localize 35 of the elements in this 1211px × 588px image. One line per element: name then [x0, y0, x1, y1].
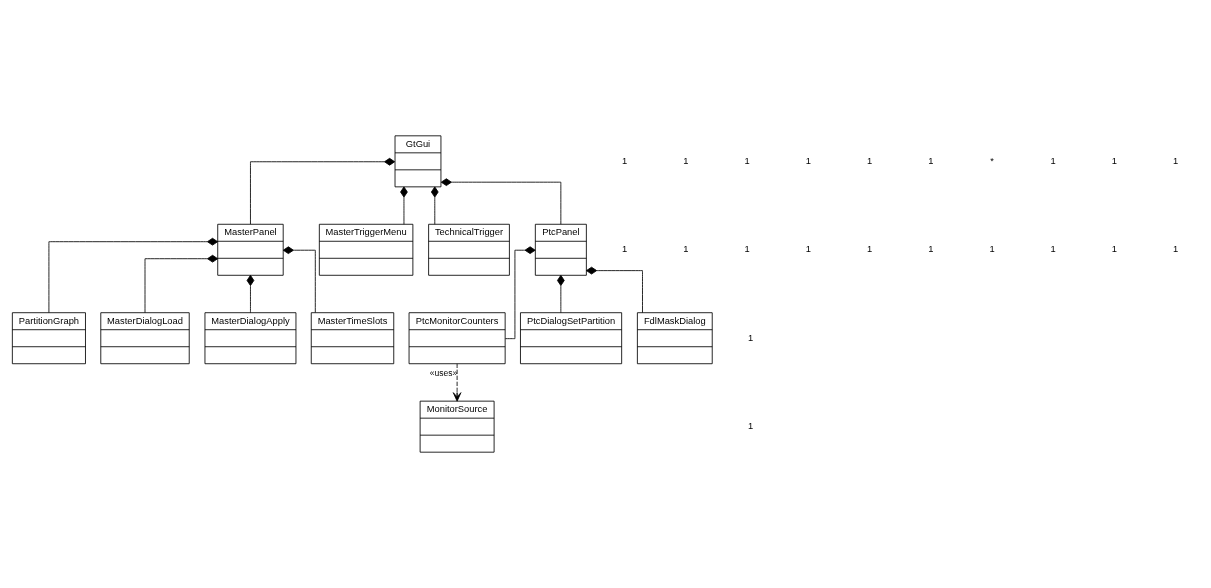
- connector: [282, 246, 316, 313]
- connector: [504, 246, 536, 340]
- label: 1: [744, 155, 750, 166]
- label: 1: [1111, 244, 1118, 255]
- label: 1: [1173, 155, 1179, 166]
- label: 1: [1111, 155, 1118, 166]
- connector: [400, 186, 408, 225]
- label: 1: [866, 155, 873, 166]
- connector: [48, 237, 219, 314]
- label: 1: [683, 244, 689, 255]
- label: 1: [928, 244, 934, 255]
- connector: [586, 266, 643, 314]
- connector: [144, 254, 219, 314]
- label: 1: [989, 244, 995, 255]
- label: 1: [622, 155, 628, 166]
- label: 1: [928, 155, 934, 166]
- label: 1: [1173, 244, 1179, 255]
- label: 1: [747, 421, 754, 432]
- label: 1: [683, 155, 689, 166]
- label: 1: [1050, 155, 1056, 166]
- connector: [246, 274, 255, 314]
- label: 1: [1050, 244, 1056, 255]
- label: 1: [622, 244, 628, 255]
- label: 1: [747, 332, 754, 343]
- arrow: [452, 363, 462, 402]
- label: 1: [744, 244, 750, 255]
- label: *: [990, 155, 994, 166]
- label: 1: [805, 155, 811, 166]
- connector: [250, 157, 396, 225]
- label: 1: [805, 244, 811, 255]
- label: 1: [866, 244, 873, 255]
- connector: [430, 186, 439, 225]
- edge-label: «uses»: [429, 367, 458, 378]
- connector: [557, 274, 565, 314]
- connector: [440, 178, 562, 225]
